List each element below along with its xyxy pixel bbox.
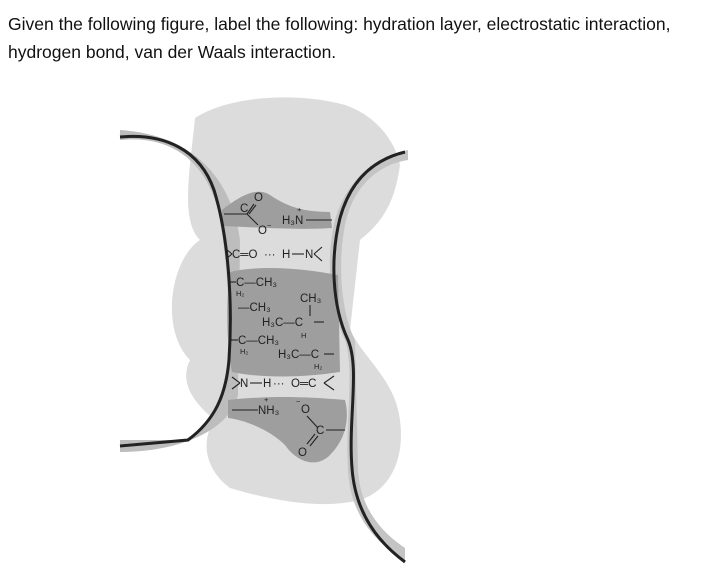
left-protein-outline xyxy=(119,134,232,448)
core-methylene-right: H₃C—C xyxy=(278,349,319,361)
core-ch-right: H₃C—C xyxy=(262,317,303,329)
question-text: Given the following figure, label the fo… xyxy=(8,14,671,62)
top-hydrogen-bond: C═O ··· H N xyxy=(225,246,323,262)
top-salt-bridge: C O O − H₃N + xyxy=(224,192,332,237)
bottom-carboxylate-o-minus: O xyxy=(301,404,310,416)
top-plus-sign: + xyxy=(297,205,302,214)
top-electrostatic-pocket xyxy=(222,191,332,229)
bottom-salt-bridge: NH₃ + O − C O xyxy=(232,395,345,459)
top-carboxylate-o-minus: O xyxy=(258,225,267,237)
top-hbond-h: H xyxy=(282,249,290,261)
core-methylene-right-h2: H₂ xyxy=(314,362,322,371)
core-ch-h: H xyxy=(301,331,306,340)
core-methyl-right: CH₃ xyxy=(300,293,322,305)
bottom-hbond-n: N xyxy=(240,378,248,390)
top-hbond-n: N xyxy=(305,249,313,261)
bottom-minus-sign: − xyxy=(296,397,301,406)
bottom-ammonium: NH₃ xyxy=(258,405,280,417)
core-methylene-1: C—CH₃ xyxy=(236,277,277,289)
core-methylene-3: C—CH₃ xyxy=(238,335,279,347)
core-methylene-3-h2: H₂ xyxy=(240,347,248,356)
bottom-plus-sign: + xyxy=(264,395,269,404)
core-methyl-2: —CH₃ xyxy=(238,302,271,314)
bottom-hbond-dots: ··· xyxy=(273,378,285,390)
bottom-hbond-h: H xyxy=(263,378,271,390)
top-carboxylate-o: O xyxy=(254,192,263,204)
bottom-hbond-oc: O═C xyxy=(291,378,316,390)
bottom-carboxylate-o: O xyxy=(298,447,307,459)
top-minus-sign: − xyxy=(267,221,272,230)
right-protein-outline xyxy=(332,150,406,564)
bottom-electrostatic-pocket xyxy=(228,397,347,463)
hydrophobic-groups: C—CH₃ H₂ —CH₃ CH₃ H₃C—C H C—CH₃ H₂ H₃C—C… xyxy=(230,277,334,371)
bottom-hydrogen-bond: N H ··· O═C xyxy=(231,375,335,391)
bottom-carboxylate-c: C xyxy=(316,425,324,437)
top-ammonium: H₃N xyxy=(282,215,303,227)
right-surface-band xyxy=(329,150,408,560)
top-hbond-co: C═O xyxy=(232,249,257,261)
top-carboxylate-c: C xyxy=(240,203,248,215)
top-hbond-dots: ··· xyxy=(264,249,276,261)
hydrophobic-core xyxy=(227,268,340,377)
core-methylene-1-h2: H₂ xyxy=(236,289,244,298)
